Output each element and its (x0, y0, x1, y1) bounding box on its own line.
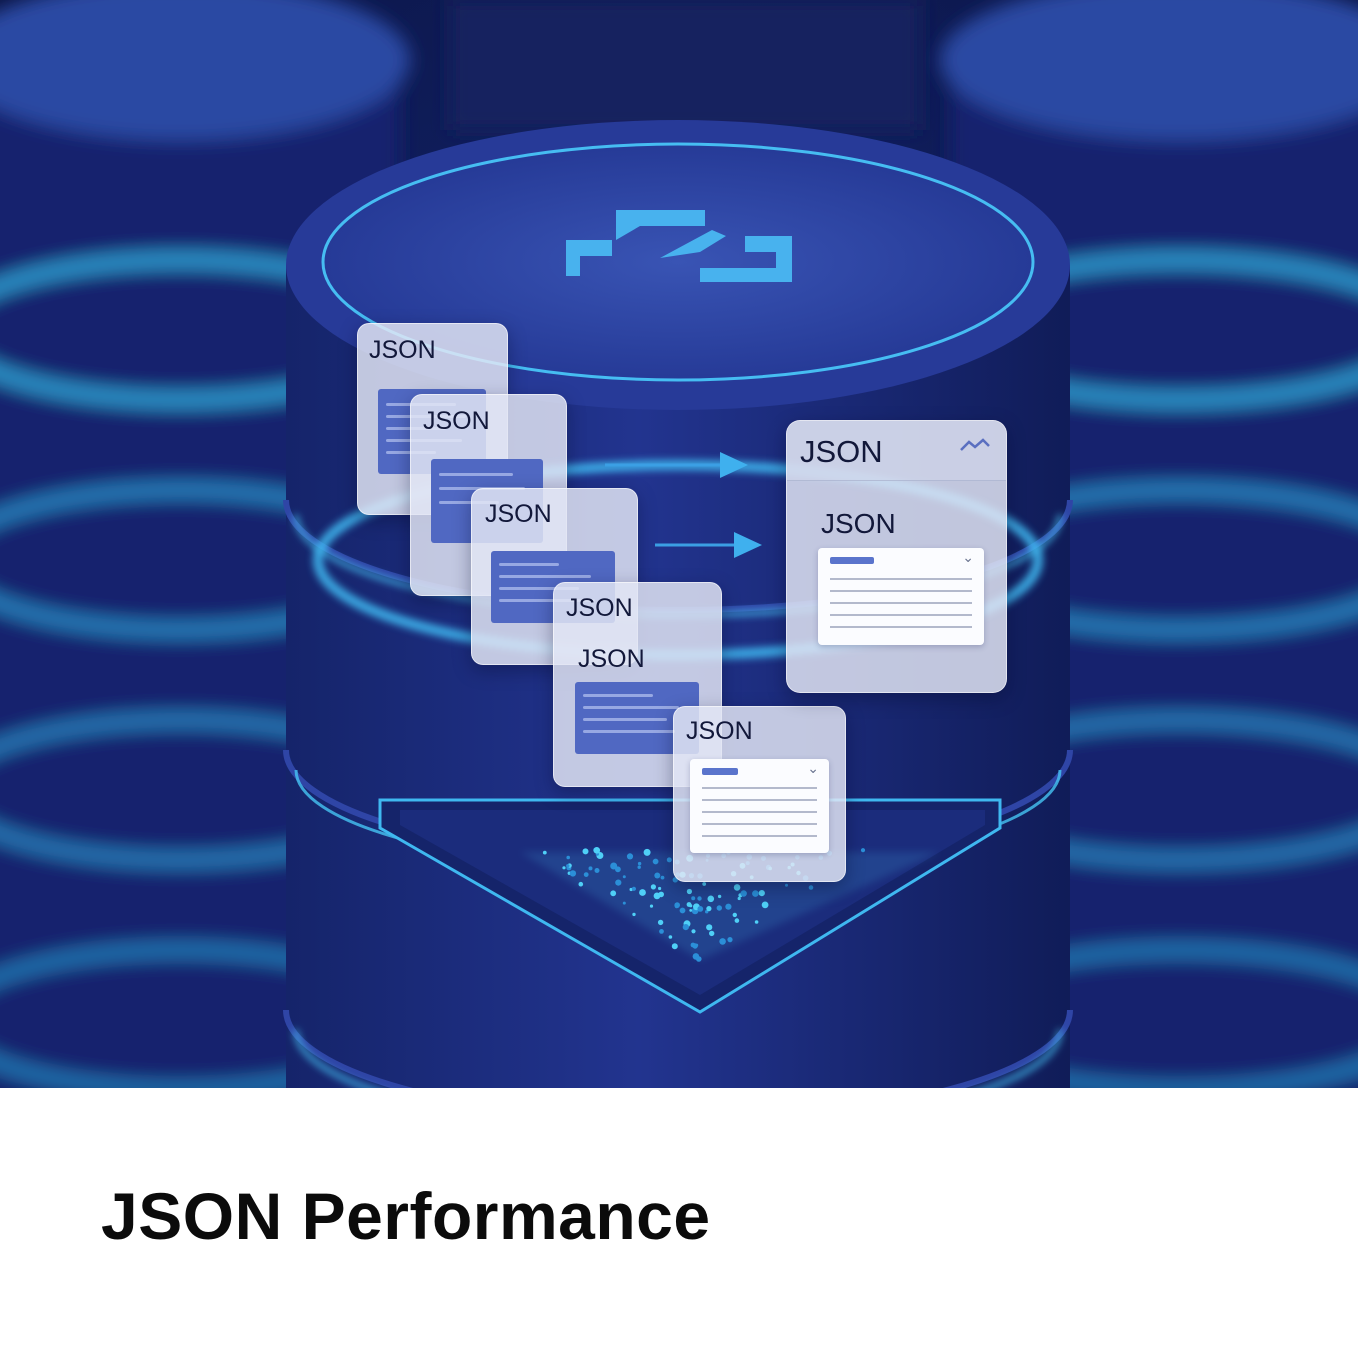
data-particle (761, 901, 769, 909)
data-particle (734, 918, 740, 923)
data-particle (650, 884, 657, 890)
data-particle (566, 855, 570, 860)
background-cylinder-center (450, 0, 920, 130)
hero-illustration: JSON JSON JSON JSON JSON JSON ⌄ (0, 0, 1358, 1088)
data-particle (686, 902, 692, 907)
data-particle (697, 906, 704, 912)
data-particle (593, 847, 601, 854)
data-particle (562, 866, 566, 870)
data-particle (649, 904, 654, 908)
chevron-down-icon: ⌄ (962, 550, 974, 566)
data-particle (686, 888, 693, 895)
data-particle (706, 924, 713, 931)
data-particle (631, 886, 637, 891)
data-particle (582, 848, 589, 855)
data-particle (566, 864, 570, 868)
data-particle (702, 882, 707, 886)
data-particle (690, 942, 696, 948)
data-particle (737, 896, 741, 901)
json-card-label: JSON (578, 645, 645, 673)
data-particle (668, 935, 673, 939)
json-card-label: JSON (686, 717, 753, 745)
data-particle (637, 861, 642, 866)
json-card-label: JSON (566, 594, 633, 622)
data-particle (639, 889, 646, 896)
data-particle (632, 912, 636, 917)
data-particle (622, 901, 626, 905)
json-panel-header (787, 421, 1006, 481)
data-particle (752, 890, 759, 897)
data-particle (860, 848, 866, 853)
json-card-label: JSON (485, 500, 552, 528)
json-card-label: JSON (423, 407, 490, 435)
data-particle (705, 910, 709, 914)
data-particle (740, 890, 747, 897)
data-particle (637, 865, 641, 869)
data-particle (679, 907, 686, 914)
data-particle (578, 881, 584, 887)
data-particle (716, 905, 722, 911)
data-particle (785, 883, 788, 887)
data-particle (695, 943, 699, 947)
json-result-panel: JSON JSON ⌄ (786, 420, 1007, 693)
data-particle (754, 920, 759, 924)
data-particle (717, 894, 722, 899)
data-particle (696, 956, 702, 962)
arrow-icon (605, 452, 748, 478)
cube-logo-icon (566, 210, 792, 282)
data-particle (569, 870, 577, 877)
json-card-label: JSON (369, 336, 436, 364)
data-particle (610, 862, 618, 870)
data-particle (732, 912, 737, 918)
collapse-icon[interactable] (959, 437, 991, 453)
data-particle (707, 895, 715, 903)
json-document: ⌄ (818, 548, 984, 645)
data-particle (691, 896, 696, 901)
data-particle (594, 868, 600, 873)
data-particle (758, 890, 765, 897)
data-particle (588, 866, 593, 871)
data-particle (654, 872, 661, 879)
json-card: JSON ⌄ (673, 706, 846, 882)
data-particle (733, 884, 741, 891)
data-particle (689, 909, 693, 912)
data-particle (719, 938, 726, 945)
data-particle (652, 858, 659, 865)
data-particle (658, 891, 664, 898)
data-particle (626, 853, 634, 860)
data-particle (682, 924, 689, 931)
data-particle (666, 857, 672, 863)
json-document: ⌄ (690, 759, 829, 853)
data-particle (660, 875, 665, 880)
data-particle (583, 872, 589, 877)
json-panel-label: JSON (821, 508, 896, 539)
data-particle (727, 937, 733, 943)
data-particle (706, 906, 712, 912)
data-particle (709, 930, 715, 937)
data-particle (691, 929, 696, 934)
data-particle (622, 875, 626, 879)
data-particle (610, 890, 617, 897)
data-particle (671, 943, 678, 950)
data-particle (615, 879, 622, 886)
data-particle (643, 848, 651, 856)
database-illustration (0, 0, 1358, 1088)
chevron-down-icon: ⌄ (807, 761, 819, 777)
data-particle (697, 896, 702, 901)
data-particle (674, 902, 680, 908)
json-panel-title: JSON (800, 434, 883, 469)
data-particle (542, 850, 547, 855)
data-particle (657, 919, 664, 926)
data-particle (725, 903, 732, 910)
data-particle (658, 886, 662, 891)
arrow-icon (655, 532, 762, 558)
data-particle (659, 929, 664, 934)
page-title: JSON Performance (101, 1179, 711, 1253)
data-particle (808, 885, 814, 890)
